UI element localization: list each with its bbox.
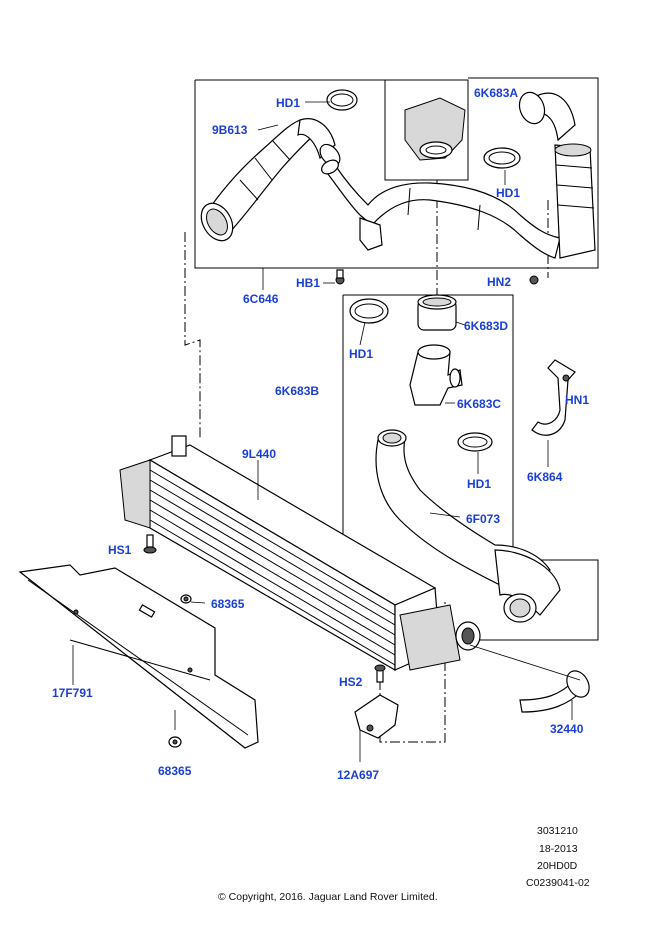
callout-hn2: HN2	[487, 275, 512, 289]
clamp-hd1-lower	[457, 432, 493, 452]
reference-issue: 18-2013	[539, 843, 578, 855]
copyright-notice: © Copyright, 2016. Jaguar Land Rover Lim…	[218, 891, 438, 903]
callout-hb1: HB1	[296, 276, 321, 290]
hose-6k683a	[518, 91, 596, 259]
bolt-hb1	[335, 269, 345, 285]
callout-6c646: 6C646	[243, 292, 279, 306]
callout-17f791: 17F791	[52, 686, 93, 700]
hose-6f073	[375, 429, 561, 623]
callout-hd1-lower: HD1	[467, 477, 492, 491]
callout-hn1: HN1	[565, 393, 590, 407]
shield-17f791	[18, 564, 259, 749]
bolt-hs2	[374, 664, 386, 683]
hose-assembly-box	[195, 79, 469, 181]
hose-32440	[519, 670, 590, 713]
hose-9b613	[200, 118, 341, 242]
clamp-hd1-right	[483, 147, 521, 169]
callout-6k683a: 6K683A	[474, 86, 519, 100]
bracket-6k864	[531, 359, 576, 436]
callout-6k683b: 6K683B	[275, 384, 320, 398]
callout-9b613: 9B613	[212, 123, 248, 137]
nut-68365-upper	[180, 594, 192, 604]
callout-hd1-right: HD1	[496, 186, 521, 200]
clamp-hd1-top	[326, 89, 358, 111]
alignment-line-left	[184, 232, 201, 440]
callout-12a697: 12A697	[337, 768, 380, 782]
clamp-hd1-mid	[349, 298, 389, 324]
callout-hs2: HS2	[339, 675, 363, 689]
nut-hn2	[529, 275, 539, 285]
reference-catalogue-code: C0239041-02	[526, 877, 590, 889]
callout-hs1: HS1	[108, 543, 132, 557]
callout-hd1-mid: HD1	[349, 347, 374, 361]
callout-68365-upper: 68365	[211, 597, 245, 611]
bracket-12a697	[354, 694, 399, 739]
callout-9l440: 9L440	[242, 447, 277, 461]
callout-6k864: 6K864	[527, 470, 563, 484]
throttle-body	[404, 97, 466, 161]
tee-6k683c	[409, 344, 463, 406]
connector-6k683d	[417, 294, 457, 331]
callout-6k683c: 6K683C	[457, 397, 502, 411]
hose-6c646	[321, 159, 561, 259]
callout-32440: 32440	[550, 722, 584, 736]
intercooler-9l440	[119, 435, 481, 672]
callout-hd1-top: HD1	[276, 96, 301, 110]
reference-number: 3031210	[537, 825, 578, 837]
reference-model-code: 20HD0D	[537, 860, 578, 872]
bolt-hs1	[143, 534, 157, 554]
nut-68365-lower	[168, 736, 182, 748]
callout-6f073: 6F073	[466, 512, 501, 526]
callout-6k683d: 6K683D	[464, 319, 509, 333]
callout-68365-lower: 68365	[158, 764, 192, 778]
